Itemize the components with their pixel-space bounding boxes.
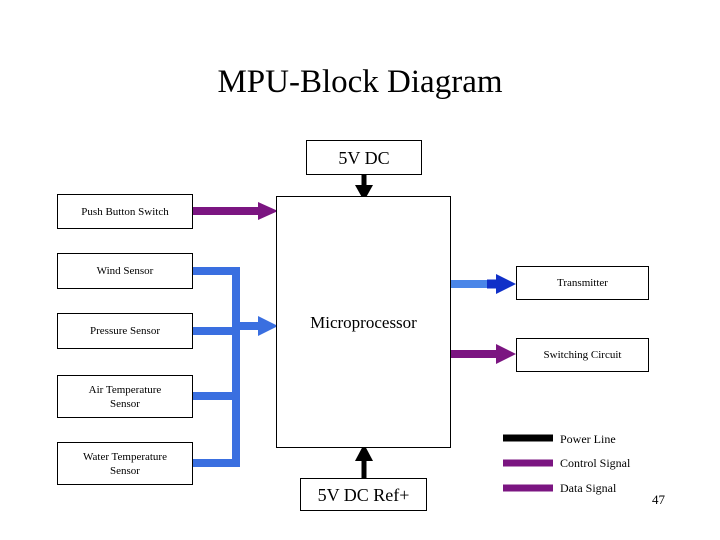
- block-5v-dc-ref: 5V DC Ref+: [300, 478, 427, 511]
- block-water-temperature-sensor: Water Temperature Sensor: [57, 442, 193, 485]
- block-switching-circuit: Switching Circuit: [516, 338, 649, 372]
- page-title: MPU-Block Diagram: [217, 64, 503, 100]
- connector-sensor-bus: [193, 267, 278, 467]
- block-label-line-2: Sensor: [110, 464, 140, 477]
- block-5v-dc: 5V DC: [306, 140, 422, 175]
- block-air-temperature-sensor: Air Temperature Sensor: [57, 375, 193, 418]
- connector-power-bottom: [355, 444, 373, 478]
- legend-label-control-signal: Control Signal: [560, 456, 631, 470]
- page-number: 47: [652, 492, 665, 507]
- legend-label-power-line: Power Line: [560, 432, 616, 446]
- block-label-line-1: Water Temperature: [83, 450, 167, 463]
- connector-switching-circuit: [451, 344, 516, 364]
- block-transmitter: Transmitter: [516, 266, 649, 300]
- block-label-line-1: Air Temperature: [88, 383, 162, 396]
- connector-transmitter: [451, 274, 516, 294]
- block-wind-sensor: Wind Sensor: [57, 253, 193, 289]
- connector-power-top: [355, 175, 373, 201]
- block-label-line-2: Sensor: [110, 397, 140, 410]
- block-microprocessor: Microprocessor: [276, 196, 451, 448]
- block-pressure-sensor: Pressure Sensor: [57, 313, 193, 349]
- block-push-button-switch: Push Button Switch: [57, 194, 193, 229]
- connector-push-button-switch: [193, 202, 278, 220]
- legend-label-data-signal: Data Signal: [560, 481, 617, 495]
